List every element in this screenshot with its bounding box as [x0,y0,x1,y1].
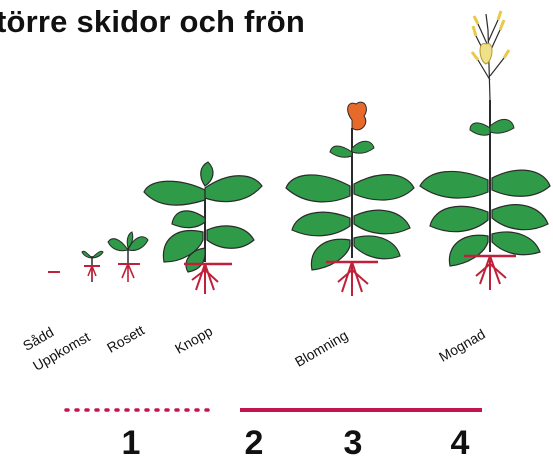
phase-number-1: 1 [111,424,151,463]
plant-blomning [286,102,414,296]
phase-number-4: 4 [440,424,480,463]
plant-mognad [420,11,550,290]
plant-rosett [108,232,148,282]
phase-number-2: 2 [234,424,274,463]
plant-uppkomst [82,251,103,282]
phase-number-3: 3 [333,424,373,463]
plant-knopp [144,162,262,294]
